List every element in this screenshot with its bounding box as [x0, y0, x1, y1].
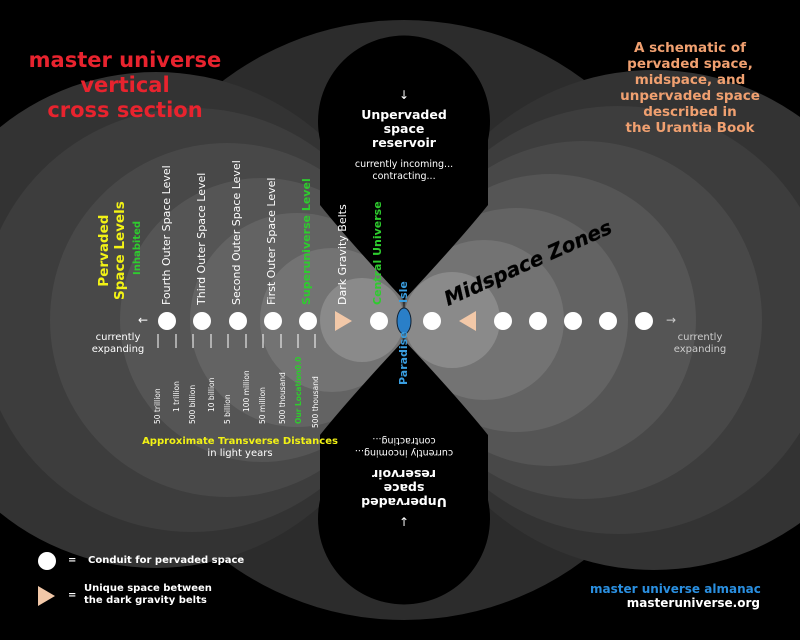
conduit-circle	[529, 312, 547, 330]
conduit-circle	[494, 312, 512, 330]
legend-circle-icon	[38, 552, 56, 570]
distance-label: 10 billion	[207, 377, 216, 412]
level-label-second-outer: Second Outer Space Level	[230, 160, 243, 305]
distance-caption: Approximate Transverse Distances in ligh…	[130, 436, 350, 460]
bottom-reservoir-name-2: space	[383, 481, 425, 496]
pervaded-level-disc	[320, 278, 404, 362]
left-expanding-label: ← currently expanding	[78, 314, 158, 356]
legend-triangle-line-1: Unique space between	[84, 583, 212, 594]
right-arrow-icon: →	[666, 313, 677, 327]
level-label-fourth-outer: Fourth Outer Space Level	[160, 165, 173, 305]
conduit-circle	[599, 312, 617, 330]
level-label-third-outer: Third Outer Space Level	[195, 172, 208, 305]
paradise-isle	[396, 307, 412, 335]
legend-circle-equals: =	[68, 555, 77, 566]
diagram-subtitle: A schematic of pervaded space, midspace,…	[610, 40, 770, 136]
our-location-value: 0.0	[294, 356, 303, 370]
conduit-circle	[158, 312, 176, 330]
subtitle-line-3: midspace, and	[634, 72, 746, 88]
top-reservoir-name-3: reservoir	[372, 135, 436, 150]
bottom-reservoir-status-2: contracting...	[372, 435, 436, 446]
level-label-central-universe: Central Universe	[371, 201, 384, 305]
dark-gravity-space-triangle	[459, 311, 476, 331]
pervaded-title-line-1: Pervaded	[96, 214, 112, 287]
midspace-zone-disc	[404, 272, 500, 368]
conduit-circle	[193, 312, 211, 330]
left-expanding-line-1: currently	[95, 332, 141, 343]
distance-caption-line-1: Approximate Transverse Distances	[142, 436, 338, 447]
title-line-3: cross section	[47, 98, 203, 122]
diagram-title: master universe vertical cross section	[25, 48, 225, 123]
right-expanding-label: → currently expanding	[660, 314, 740, 356]
legend-triangle-text: Unique space between the dark gravity be…	[84, 583, 212, 607]
pervaded-space-discs	[0, 72, 404, 568]
legend-circle-text: Conduit for pervaded space	[88, 555, 245, 566]
right-expanding-line-1: currently	[677, 332, 723, 343]
top-reservoir-shape	[318, 35, 490, 300]
conduit-circle	[370, 312, 388, 330]
conduit-circle	[229, 312, 247, 330]
top-reservoir-status-2: contracting...	[372, 171, 436, 182]
distance-label: 50 million	[258, 387, 267, 424]
subtitle-line-2: pervaded space,	[627, 56, 753, 72]
legend-triangle-line-2: the dark gravity belts	[84, 595, 207, 606]
brand-block: master universe almanac masteruniverse.o…	[590, 582, 761, 610]
distance-label: 500 thousand	[311, 376, 320, 428]
distance-ticks	[157, 334, 316, 348]
level-label-dark-gravity-belts: Dark Gravity Belts	[336, 204, 349, 305]
conduit-circle	[635, 312, 653, 330]
subtitle-line-1: A schematic of	[633, 40, 747, 56]
conduit-markers	[158, 311, 653, 331]
conduit-circle	[564, 312, 582, 330]
bottom-reservoir-label: ↑ Unpervaded space reservoir currently i…	[334, 434, 474, 531]
top-reservoir-name-1: Unpervaded	[361, 107, 447, 122]
brand-name: master universe almanac	[590, 582, 761, 596]
brand-url: masteruniverse.org	[626, 596, 760, 610]
level-label-first-outer: First Outer Space Level	[265, 177, 278, 305]
distance-label: 500 thousand	[278, 372, 287, 424]
isle-label: Isle	[397, 281, 410, 303]
conduit-circle	[423, 312, 441, 330]
up-arrow-icon: ↑	[398, 515, 410, 529]
bottom-reservoir-name-3: reservoir	[372, 467, 436, 482]
legend-triangle-icon	[38, 586, 55, 606]
paradise-label: Paradise	[397, 331, 410, 385]
our-location-label: Our Location	[294, 369, 303, 424]
title-line-2: vertical	[80, 73, 170, 97]
pervaded-title-line-2: Space Levels	[112, 201, 128, 300]
conduit-circle	[264, 312, 282, 330]
top-reservoir-label: ↓ Unpervaded space reservoir currently i…	[334, 86, 474, 183]
distance-label: 500 billion	[188, 384, 197, 424]
bottom-reservoir-name-1: Unpervaded	[361, 495, 447, 510]
title-line-1: master universe	[28, 48, 222, 72]
bottom-reservoir-status-1: currently incoming...	[354, 447, 454, 458]
distance-caption-line-2: in light years	[207, 448, 273, 459]
subtitle-line-4: unpervaded space	[620, 88, 760, 104]
conduit-circle	[299, 312, 317, 330]
distance-label: 50 trillion	[153, 388, 162, 424]
subtitle-line-6: the Urantia Book	[625, 120, 755, 136]
subtitle-line-5: described in	[643, 104, 737, 120]
down-arrow-icon: ↓	[398, 88, 410, 102]
right-expanding-line-2: expanding	[673, 344, 727, 355]
level-label-superuniverse: Superuniverse Level	[300, 178, 313, 305]
bottom-reservoir-shape	[318, 340, 490, 605]
distance-label: 1 trillion	[172, 381, 181, 412]
dark-gravity-space-triangle	[335, 311, 352, 331]
left-expanding-line-2: expanding	[91, 344, 145, 355]
top-reservoir-status-1: currently incoming...	[354, 159, 454, 170]
left-arrow-icon: ←	[138, 313, 149, 327]
legend-triangle-equals: =	[68, 590, 77, 601]
top-reservoir-name-2: space	[383, 121, 425, 136]
inhabited-label: Inhabited	[132, 220, 143, 275]
distance-label: 5 billion	[223, 394, 232, 424]
pervaded-levels-title: Pervaded Space Levels	[96, 201, 128, 300]
distance-label: 100 million	[242, 370, 251, 412]
